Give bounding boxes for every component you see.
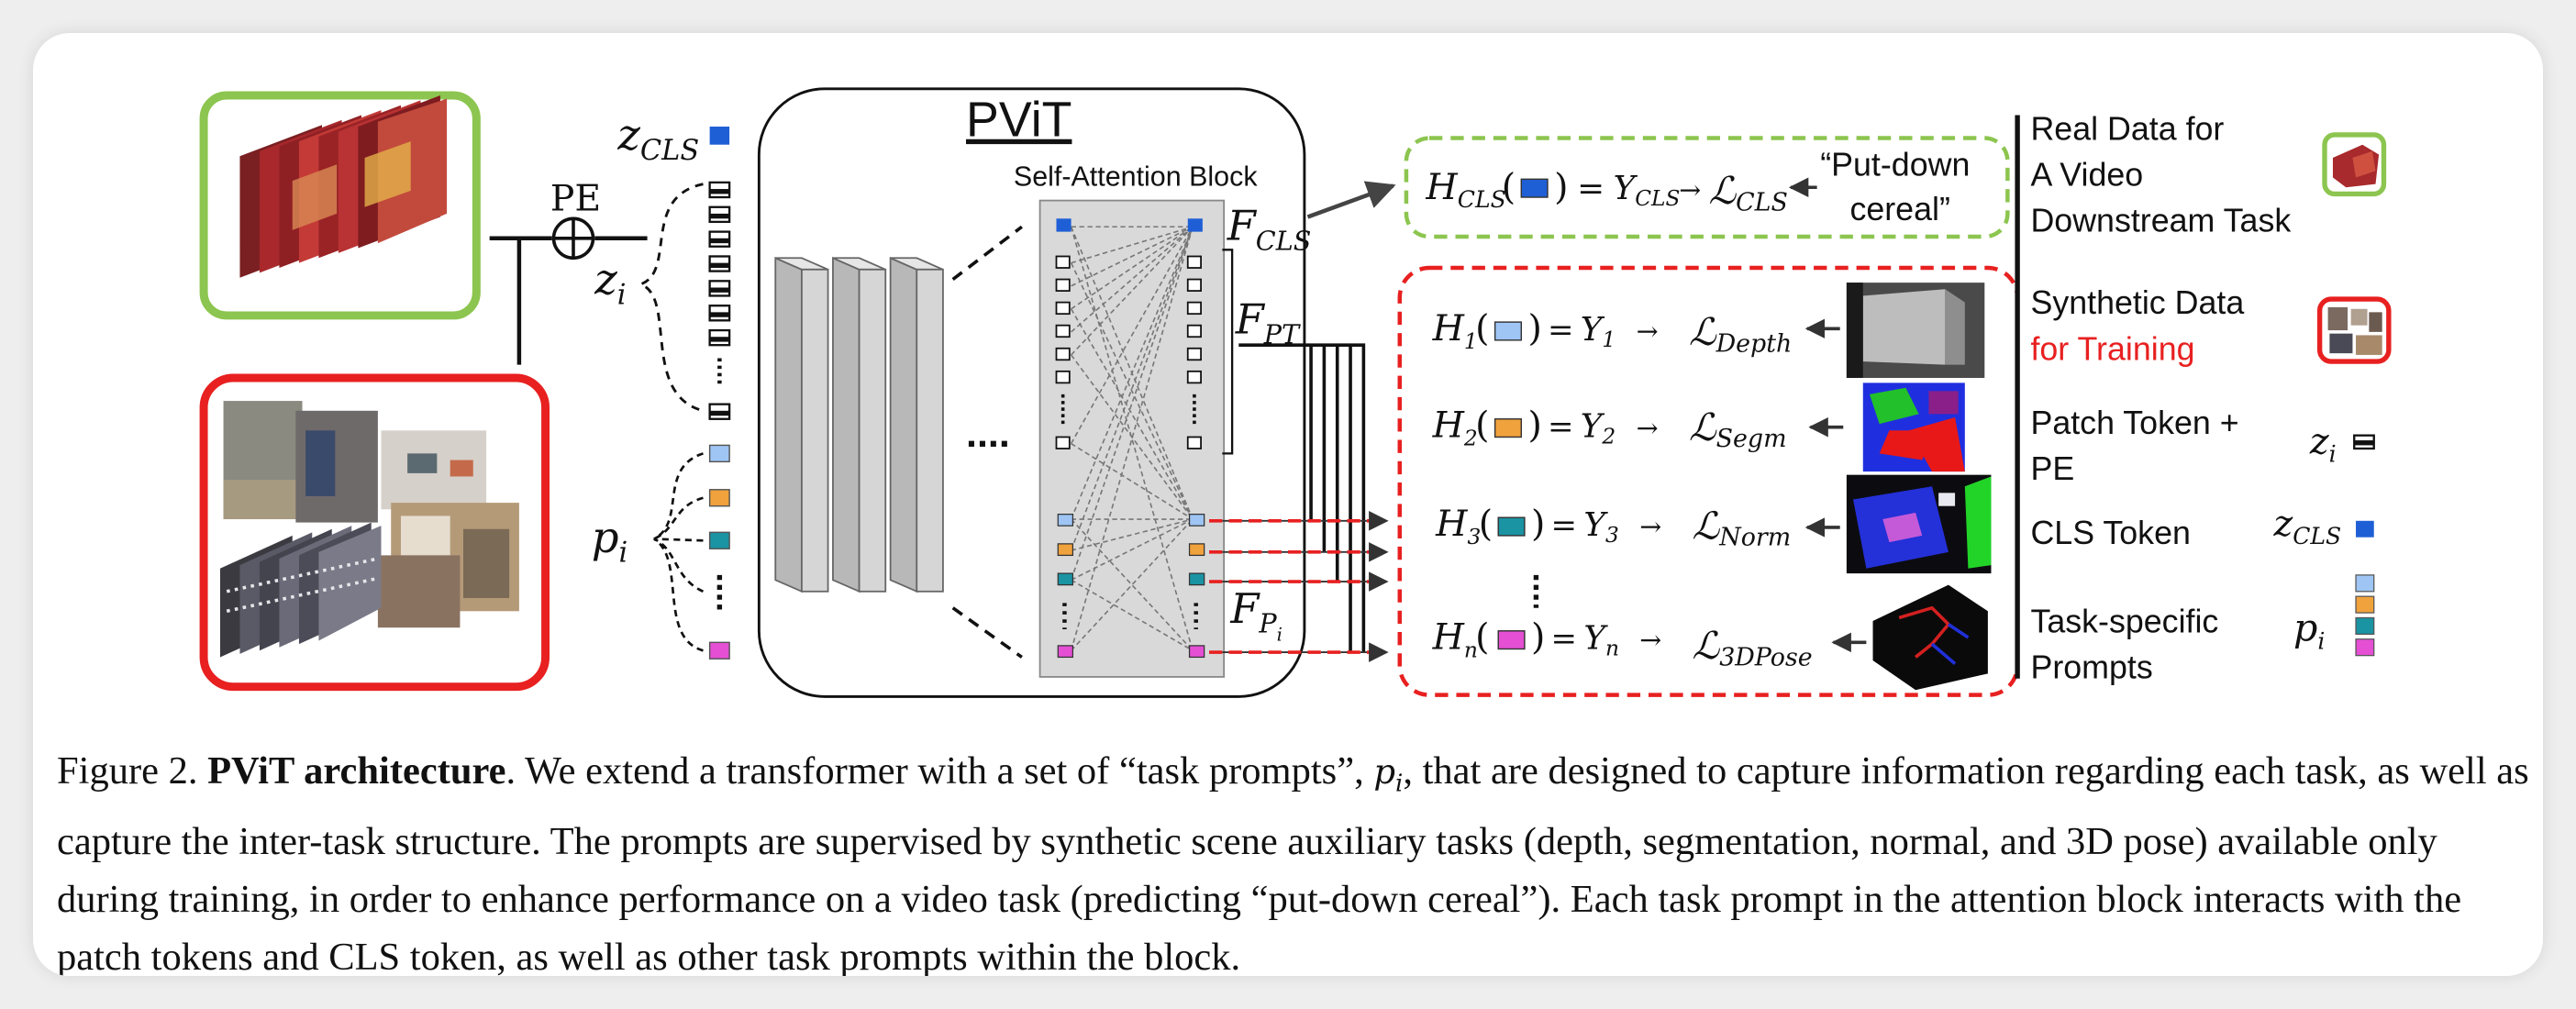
svg-text:): ) [1531, 503, 1545, 545]
svg-text:ℒ3DPose: ℒ3DPose [1693, 624, 1813, 671]
cls-target-label: “Put-down [1820, 147, 1970, 183]
svg-text:Synthetic Data: Synthetic Data [2030, 284, 2244, 321]
svg-text:→: → [1639, 624, 1661, 655]
svg-text:=: = [1548, 408, 1574, 445]
head-3dpose: Hn ( ) = Yn → ℒ3DPose [1432, 584, 1988, 691]
synthetic-image-room-2 [377, 555, 461, 628]
figure-caption: Figure 2. PViT architecture. We extend a… [57, 742, 2534, 976]
legend-synthetic: Synthetic Data for Training [2030, 284, 2392, 367]
cls-head: HCLS ( ) = YCLS → ℒCLS “Put-down cereal” [1404, 136, 2010, 239]
caption-text-a: . We extend a transformer with a set of … [505, 749, 1374, 793]
3dpose-output-image [1872, 584, 1988, 691]
svg-text:Y3: Y3 [1583, 506, 1618, 548]
svg-text:→: → [1679, 174, 1701, 205]
svg-text:Patch Token +: Patch Token + [2030, 405, 2238, 441]
svg-text:): ) [1527, 307, 1541, 349]
svg-text:pi: pi [2293, 606, 2325, 655]
output-connectors [1209, 181, 1396, 662]
svg-text:H3: H3 [1435, 503, 1481, 549]
architecture-diagram: PE zCLS zi pi PViT Sel [199, 87, 2392, 698]
svg-text:zCLS: zCLS [616, 110, 699, 167]
self-attention-label: Self-Attention Block [1014, 161, 1258, 192]
normal-output-image [1846, 474, 1992, 574]
legend-prompts: Task-specific Prompts pi [2030, 574, 2375, 686]
svg-text:→: → [1637, 316, 1659, 347]
svg-text:A Video: A Video [2030, 156, 2143, 193]
head-segmentation: H2 ( ) = Y2 → ℒSegm [1432, 383, 1965, 472]
f-cls-label: FCLS [1227, 202, 1312, 257]
svg-text:(: ( [1475, 404, 1489, 446]
legend-video: Real Data for A Video Downstream Task [2030, 110, 2387, 239]
svg-text:Hn: Hn [1432, 615, 1478, 662]
svg-text:→: → [1637, 412, 1659, 443]
svg-text:Downstream Task: Downstream Task [2030, 203, 2291, 239]
cls-token-input: zCLS [616, 110, 730, 167]
svg-text:ℒNorm: ℒNorm [1693, 504, 1792, 552]
pvit-model: PViT Self-Attention Block .... [757, 87, 1312, 698]
legend-cls-token: CLS Token zCLS [2030, 503, 2374, 551]
caption-bold-title: PViT architecture [207, 749, 506, 793]
legend: Real Data for A Video Downstream Task Sy… [2015, 110, 2392, 686]
svg-text:(: ( [1479, 503, 1493, 545]
svg-text:(: ( [1475, 307, 1489, 349]
svg-text:for Training: for Training [2030, 330, 2194, 367]
caption-text-b: , that are designed to capture informati… [57, 749, 2529, 976]
svg-text:H2: H2 [1432, 404, 1478, 450]
f-pi-label: FPi [1229, 584, 1282, 646]
prompt-token-input: pi [592, 444, 730, 660]
synthetic-input [199, 373, 550, 692]
svg-text:zCLS: zCLS [2272, 503, 2341, 549]
pvit-title: PViT [966, 93, 1071, 148]
svg-text:): ) [1531, 615, 1545, 658]
svg-text:=: = [1551, 507, 1578, 544]
pe-label: PE [550, 177, 601, 219]
svg-text:(: ( [1502, 166, 1516, 208]
video-frame-stack [239, 94, 448, 278]
patch-token-input: zi [594, 181, 731, 420]
svg-text:Yn: Yn [1583, 619, 1619, 660]
layers-ellipsis: .... [966, 412, 1010, 456]
head-normal: H3 ( ) = Y3 → ℒNorm [1435, 474, 1992, 574]
svg-text:Prompts: Prompts [2030, 649, 2152, 686]
svg-text:ℒDepth: ℒDepth [1689, 310, 1792, 358]
svg-text:cereal”: cereal” [1849, 191, 1949, 227]
figure-card: PE zCLS zi pi PViT Sel [33, 33, 2543, 976]
patch-token-stack [708, 181, 731, 420]
synthetic-frame-stack [219, 522, 382, 658]
svg-text:H1: H1 [1432, 307, 1478, 354]
svg-text:Real Data for: Real Data for [2030, 110, 2224, 147]
input-connector: PE [489, 177, 648, 365]
task-heads: H1 ( ) = Y1 → ℒDepth H2 ( ) = Y2 → [1397, 265, 2020, 697]
svg-text:HCLS: HCLS [1425, 166, 1505, 213]
svg-text:CLS Token: CLS Token [2030, 515, 2190, 551]
svg-text:ℒCLS: ℒCLS [1708, 169, 1787, 216]
svg-text:): ) [1527, 404, 1541, 446]
self-attention-block [1038, 199, 1226, 678]
svg-text:(: ( [1475, 615, 1489, 658]
segmentation-output-image [1862, 383, 1965, 472]
svg-text:PE: PE [2030, 450, 2074, 487]
svg-text:Y2: Y2 [1581, 407, 1616, 449]
caption-prefix: Figure 2. [57, 749, 208, 793]
transformer-layers [774, 256, 944, 593]
depth-output-image [1846, 283, 1985, 379]
video-input [199, 91, 481, 320]
legend-patch-token: Patch Token + PE zi [2030, 405, 2375, 487]
svg-text:): ) [1554, 166, 1568, 208]
svg-text:zi: zi [2309, 420, 2337, 467]
svg-text:Task-specific: Task-specific [2030, 604, 2218, 640]
svg-text:pi: pi [592, 513, 628, 570]
svg-text:=: = [1551, 620, 1578, 657]
svg-text:YCLS: YCLS [1614, 170, 1681, 211]
svg-text:→: → [1639, 511, 1661, 542]
svg-text:Y1: Y1 [1581, 311, 1616, 352]
svg-text:=: = [1548, 312, 1574, 349]
caption-symbol: pi [1373, 752, 1404, 798]
head-depth: H1 ( ) = Y1 → ℒDepth [1432, 283, 1985, 379]
svg-text:=: = [1577, 170, 1604, 207]
svg-text:ℒSegm: ℒSegm [1689, 405, 1787, 453]
svg-text:zi: zi [594, 255, 626, 312]
